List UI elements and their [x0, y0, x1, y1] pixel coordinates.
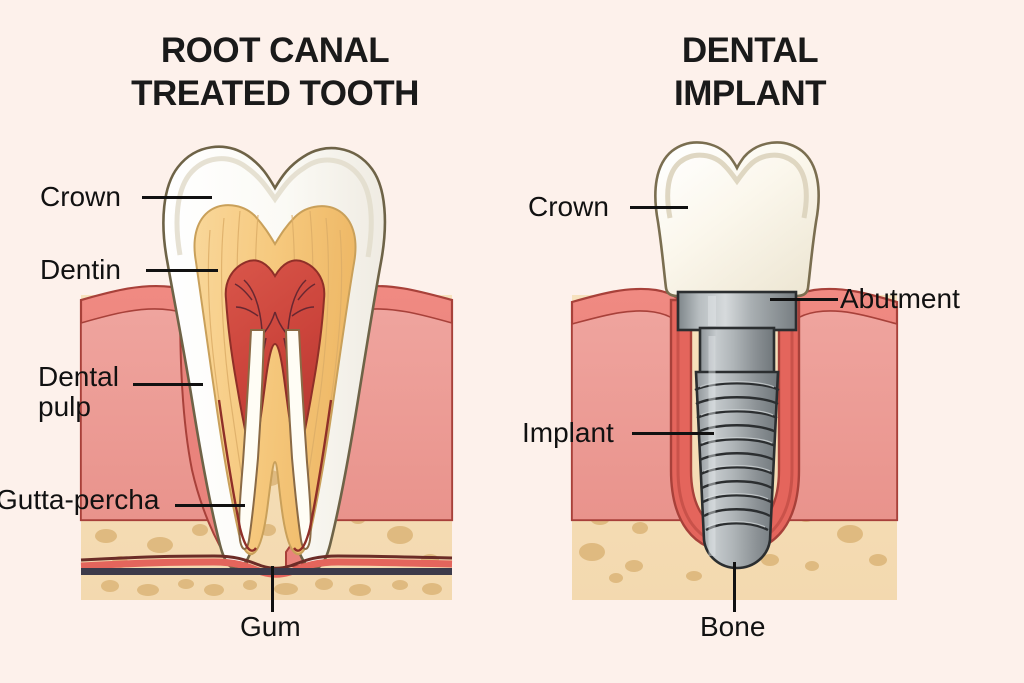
leader-line-crown-left — [142, 196, 212, 199]
label-crown-right: Crown — [528, 191, 609, 222]
label-gum: Gum — [240, 611, 301, 642]
label-gutta-percha: Gutta-percha — [0, 484, 160, 515]
label-dentin: Dentin — [40, 254, 121, 285]
panel-title-dental-implant: DENTAL IMPLANT — [673, 31, 827, 113]
label-abutment: Abutment — [840, 283, 960, 314]
leader-line-abutment — [770, 298, 838, 301]
dental-implant-fixture — [654, 141, 820, 570]
root-canal-tooth — [162, 145, 387, 570]
leader-line-dental-pulp — [133, 383, 203, 386]
panel-title-root-canal: ROOT CANAL TREATED TOOTH — [131, 31, 419, 113]
leader-line-implant — [632, 432, 714, 435]
leader-line-bone — [733, 562, 736, 612]
left-gum-baseline — [80, 554, 453, 596]
leader-line-gutta-percha — [175, 504, 245, 507]
label-crown-left: Crown — [40, 181, 121, 212]
leader-line-crown-right — [630, 206, 688, 209]
leader-line-dentin — [146, 269, 218, 272]
label-dental-pulp: Dental pulp — [38, 361, 119, 422]
label-implant: Implant — [522, 417, 614, 448]
label-bone: Bone — [700, 611, 766, 642]
leader-line-gum — [271, 566, 274, 612]
right-gum-tissue — [570, 287, 899, 554]
